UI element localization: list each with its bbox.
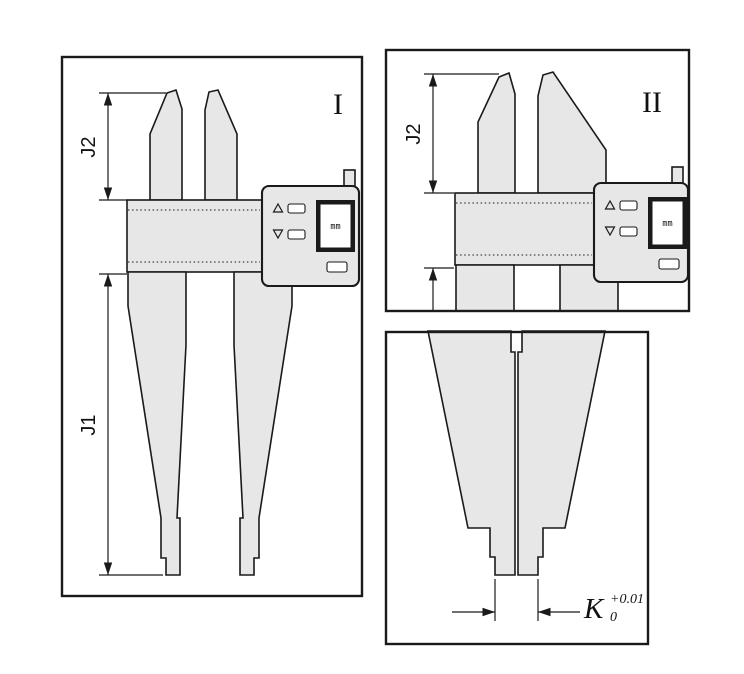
closeup-jaw-left: [427, 330, 516, 576]
function-button: [658, 258, 680, 270]
lower-jaw-left: [127, 271, 187, 576]
function-button: [326, 261, 348, 273]
unit-label: mm: [662, 219, 672, 229]
triangle-down-icon: [272, 229, 284, 240]
up-button: [619, 200, 638, 211]
dimension-k: K +0.01 0: [452, 579, 644, 625]
arrowhead-down: [103, 187, 113, 200]
triangle-up-icon: [272, 202, 284, 213]
dimension-j2-panel2: J2: [403, 73, 499, 194]
dimension-j1-panel1: J1: [78, 273, 163, 576]
dimension-j1-start-panel2: [424, 267, 454, 310]
dimension-label-j2: J2: [403, 123, 425, 144]
up-button: [287, 203, 306, 214]
dimension-label-j1: J1: [78, 414, 100, 435]
down-button: [287, 229, 306, 240]
triangle-down-icon: [604, 226, 616, 237]
panel-2-upper-jaws: mm J2 II: [384, 48, 691, 313]
lcd-screen: [320, 204, 351, 248]
unit-label: mm: [330, 222, 340, 232]
upper-jaw-left: [149, 88, 183, 201]
panel-2-border: [384, 48, 691, 313]
upper-jaw-right: [537, 71, 607, 194]
arrowhead-down: [428, 180, 438, 193]
arrowhead-right: [482, 607, 495, 617]
dimension-label-k: K: [583, 593, 605, 625]
panel-1-numeral: I: [333, 88, 343, 121]
arrowhead-up: [103, 274, 113, 287]
upper-jaw-right: [204, 89, 238, 201]
panel-1-full-caliper: mm J2 J1 I: [60, 55, 364, 598]
panel-3-border: [384, 330, 650, 646]
dimension-label-j2: J2: [78, 136, 100, 157]
closeup-jaw-right: [517, 330, 606, 576]
upper-jaw-left: [477, 71, 516, 194]
lower-jaw-left-cropped: [455, 264, 515, 312]
lower-jaw-right: [233, 271, 293, 576]
arrowhead-down: [103, 562, 113, 575]
triangle-up-icon: [604, 199, 616, 210]
arrowhead-up: [428, 268, 438, 281]
arrowhead-up: [103, 93, 113, 106]
panel-1-border: [60, 55, 364, 598]
panel-2-numeral: II: [642, 86, 662, 119]
arrowhead-left: [538, 607, 551, 617]
tolerance-upper: +0.01: [610, 592, 644, 607]
dimension-j2-panel1: J2: [78, 92, 166, 201]
panel-3-jaw-tips: K +0.01 0: [384, 330, 650, 646]
down-button: [619, 226, 638, 237]
lcd-screen: [652, 201, 683, 245]
arrowhead-up: [428, 74, 438, 87]
tolerance-lower: 0: [610, 610, 617, 625]
